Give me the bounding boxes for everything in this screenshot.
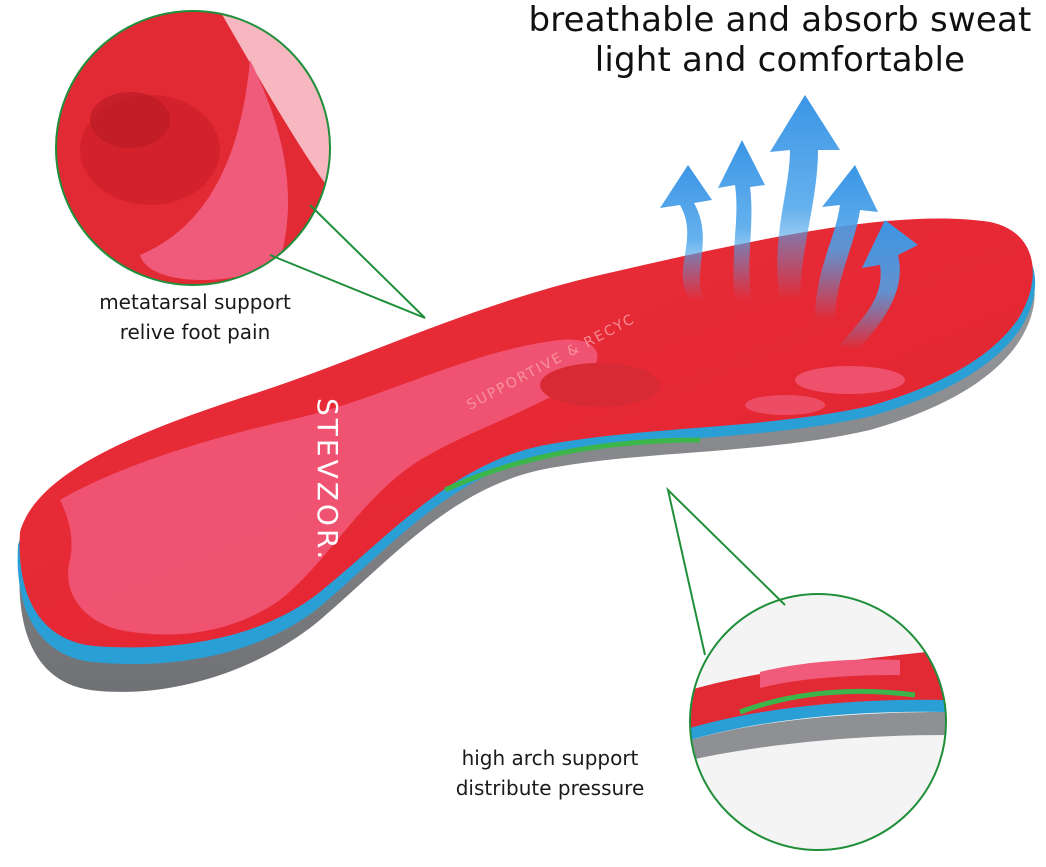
metatarsal-zoom-callout	[55, 10, 426, 319]
airflow-arrow-icon	[815, 165, 878, 320]
callout-pointer	[666, 486, 786, 656]
callout-ring	[689, 593, 947, 851]
arch-caption-line-1: high arch support	[461, 746, 639, 770]
insole-pink-panel	[60, 339, 598, 635]
headline-line-2: light and comfortable	[594, 40, 966, 80]
airflow-arrow-icon	[770, 95, 840, 300]
forefoot-pad	[795, 366, 905, 394]
metatarsal-caption-line-1: metatarsal support	[99, 290, 291, 314]
callout-ring	[55, 10, 331, 286]
brand-print: STEVZOR.	[311, 398, 344, 562]
arch-caption-line-2: distribute pressure	[455, 776, 645, 800]
forefoot-pad	[745, 395, 825, 415]
metatarsal-caption: metatarsal support relive foot pain	[70, 287, 320, 347]
metatarsal-caption-line-2: relive foot pain	[119, 320, 271, 344]
arch-zoom-callout	[666, 486, 947, 851]
arch-caption: high arch support distribute pressure	[430, 743, 670, 803]
metatarsal-pad	[540, 363, 660, 407]
callout-pointer	[269, 204, 426, 319]
airflow-arrow-icon	[660, 165, 712, 300]
airflow-arrows	[660, 95, 918, 350]
airflow-arrow-icon	[718, 140, 765, 300]
headline-line-1: breathable and absorb sweat	[528, 0, 1032, 40]
arch-support-insert	[443, 437, 701, 493]
airflow-arrow-icon	[840, 220, 918, 350]
